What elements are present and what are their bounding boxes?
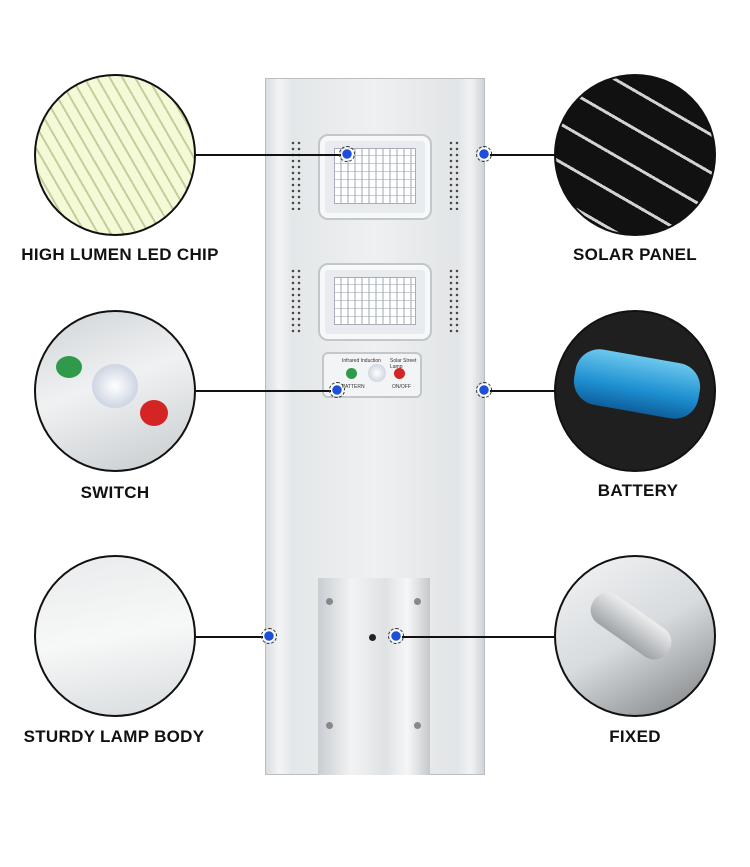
vent-holes [448, 268, 460, 334]
label-led-chip: HIGH LUMEN LED CHIP [21, 245, 219, 264]
leader-line [196, 636, 268, 638]
vent-holes [448, 140, 460, 210]
power-button [394, 368, 405, 379]
product-label: Solar Street Lamp [390, 358, 417, 370]
led-chip-image [34, 74, 196, 236]
label-battery: BATTERY [597, 481, 679, 500]
marker-dot [261, 628, 277, 644]
battery-image [554, 310, 716, 472]
marker-dot [339, 146, 355, 162]
pattern-label: PATTERN [342, 384, 365, 390]
label-solar-panel: SOLAR PANEL [573, 245, 697, 264]
label-fixed: FIXED [609, 727, 661, 746]
switch-image [34, 310, 196, 472]
marker-dot [388, 628, 404, 644]
marker-dot [329, 382, 345, 398]
pole-mount-bracket [318, 578, 430, 775]
led-module-bottom [318, 263, 432, 341]
pattern-button [346, 368, 357, 379]
leader-line [196, 390, 336, 392]
leader-line [196, 154, 346, 156]
leader-line [484, 390, 556, 392]
label-lamp-body: STURDY LAMP BODY [23, 727, 205, 746]
pir-sensor [368, 364, 386, 382]
sensor-label: Infrared Induction [342, 358, 381, 364]
fixed-mount-image [554, 555, 716, 717]
marker-dot [476, 382, 492, 398]
vent-holes [290, 140, 302, 210]
leader-line [396, 636, 556, 638]
marker-dot [476, 146, 492, 162]
power-label: ON/OFF [392, 384, 411, 390]
leader-line [484, 154, 556, 156]
led-module-top [318, 134, 432, 220]
label-switch: SWITCH [80, 483, 150, 502]
solar-panel-image [554, 74, 716, 236]
lamp-body-image [34, 555, 196, 717]
vent-holes [290, 268, 302, 334]
